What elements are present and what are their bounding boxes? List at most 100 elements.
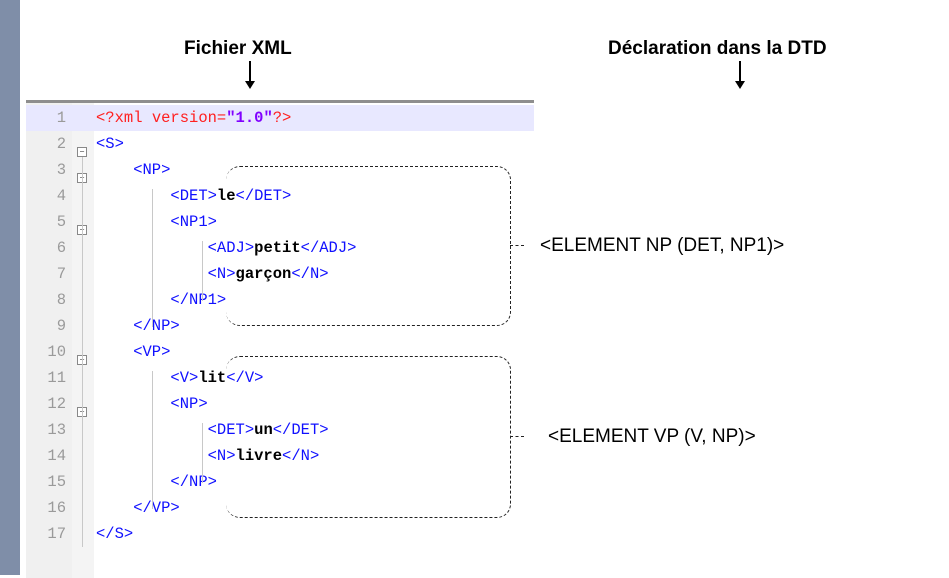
- code-text: <NP>: [96, 391, 208, 417]
- dtd-element-np: <ELEMENT NP (DET, NP1)>: [540, 235, 785, 256]
- code-text: </NP>: [96, 313, 180, 339]
- code-token: </S>: [96, 525, 134, 543]
- code-text: <N>livre</N>: [96, 443, 320, 469]
- line-number: 14: [47, 447, 66, 465]
- code-text: <V>lit</V>: [96, 365, 263, 391]
- code-token: <V>: [96, 369, 199, 387]
- line-number: 12: [47, 395, 66, 413]
- code-line[interactable]: 15 </NP>: [26, 469, 534, 495]
- code-line[interactable]: 10 <VP>: [26, 339, 534, 365]
- line-number: 16: [47, 499, 66, 517]
- code-token: "1.0": [226, 109, 273, 127]
- dtd-declaration-heading: Déclaration dans la DTD: [608, 38, 827, 59]
- line-number: 13: [47, 421, 66, 439]
- line-number: 10: [47, 343, 66, 361]
- window-left-edge: [0, 0, 20, 575]
- line-number: 3: [56, 161, 66, 179]
- code-text: </VP>: [96, 495, 180, 521]
- line-number: 17: [47, 525, 66, 543]
- code-token: </VP>: [96, 499, 180, 517]
- code-token: un: [254, 421, 273, 439]
- code-text: </S>: [96, 521, 133, 547]
- code-token: </N>: [282, 447, 320, 465]
- np-brace-tip: [510, 245, 524, 247]
- fold-line: [82, 157, 83, 547]
- code-line[interactable]: 5 <NP1>: [26, 209, 534, 235]
- code-line[interactable]: 16 </VP>: [26, 495, 534, 521]
- code-token: version=: [151, 109, 227, 127]
- code-line[interactable]: 2 <S>: [26, 131, 534, 157]
- code-text: <N>garçon</N>: [96, 261, 329, 287]
- code-token: <N>: [96, 447, 236, 465]
- code-token: </ADJ>: [300, 239, 357, 257]
- np-group-brace: [226, 166, 511, 326]
- line-number: 11: [47, 369, 66, 387]
- code-line[interactable]: 12 <NP>: [26, 391, 534, 417]
- code-token: </DET>: [235, 187, 292, 205]
- indent-guide: [202, 241, 203, 301]
- code-token: </DET>: [272, 421, 329, 439]
- line-number: 4: [56, 187, 66, 205]
- code-line[interactable]: 11 <V>lit</V>: [26, 365, 534, 391]
- code-text: </NP>: [96, 469, 217, 495]
- indent-guide: [152, 371, 153, 509]
- code-token: </NP1>: [96, 291, 227, 309]
- dtd-element-vp: <ELEMENT VP (V, NP)>: [548, 426, 756, 447]
- code-token: <ADJ>: [96, 239, 255, 257]
- line-number: 6: [56, 239, 66, 257]
- code-line[interactable]: 17 </S>: [26, 521, 534, 547]
- line-number: 1: [56, 109, 66, 127]
- line-number-gutter: [26, 103, 73, 578]
- line-number: 2: [56, 135, 66, 153]
- fold-toggle-icon[interactable]: −: [77, 147, 87, 157]
- code-token: <N>: [96, 265, 236, 283]
- code-token: ?>: [272, 109, 292, 127]
- code-token: <NP1>: [96, 213, 217, 231]
- code-token: <DET>: [96, 187, 217, 205]
- code-line[interactable]: 1 <?xml version="1.0"?>: [26, 105, 534, 131]
- code-token: garçon: [235, 265, 292, 283]
- code-line[interactable]: 7 <N>garçon</N>: [26, 261, 534, 287]
- code-line[interactable]: 3 <NP>: [26, 157, 534, 183]
- indent-guide: [152, 189, 153, 327]
- line-number: 7: [56, 265, 66, 283]
- code-token: petit: [254, 239, 301, 257]
- code-line[interactable]: 13 <DET>un</DET>: [26, 417, 534, 443]
- code-line[interactable]: 6 <ADJ>petit</ADJ>: [26, 235, 534, 261]
- code-token: <VP>: [96, 343, 171, 361]
- code-text: <NP>: [96, 157, 170, 183]
- vp-group-brace: [226, 356, 511, 518]
- code-line[interactable]: 8 </NP1>: [26, 287, 534, 313]
- code-token: </N>: [291, 265, 329, 283]
- code-line[interactable]: 14 <N>livre</N>: [26, 443, 534, 469]
- code-text: <NP1>: [96, 209, 217, 235]
- code-token: <S>: [96, 135, 124, 153]
- indent-guide: [202, 423, 203, 483]
- line-number: 9: [56, 317, 66, 335]
- xml-file-heading: Fichier XML: [184, 38, 292, 59]
- line-number: 5: [56, 213, 66, 231]
- code-text: <DET>un</DET>: [96, 417, 329, 443]
- code-text: <DET>le</DET>: [96, 183, 291, 209]
- code-editor[interactable]: 1<?xml version="1.0"?>2<S>3 <NP>4 <DET>l…: [26, 100, 534, 578]
- vp-brace-tip: [510, 436, 524, 438]
- code-token: livre: [235, 447, 283, 465]
- code-text: <ADJ>petit</ADJ>: [96, 235, 357, 261]
- code-line[interactable]: 4 <DET>le</DET>: [26, 183, 534, 209]
- code-text: </NP1>: [96, 287, 226, 313]
- code-token: le: [216, 187, 236, 205]
- code-token: <?xml: [96, 109, 152, 127]
- code-token: <DET>: [96, 421, 255, 439]
- code-token: lit: [198, 369, 227, 387]
- line-number: 8: [56, 291, 66, 309]
- code-token: </NP>: [96, 317, 180, 335]
- code-token: <NP>: [96, 161, 171, 179]
- line-number: 15: [47, 473, 66, 491]
- code-text: <?xml version="1.0"?>: [96, 105, 291, 131]
- arrow-down-icon: [245, 61, 255, 89]
- code-token: </NP>: [96, 473, 217, 491]
- code-line[interactable]: 9 </NP>: [26, 313, 534, 339]
- code-text: <VP>: [96, 339, 170, 365]
- code-token: </V>: [226, 369, 264, 387]
- code-token: <NP>: [170, 395, 208, 413]
